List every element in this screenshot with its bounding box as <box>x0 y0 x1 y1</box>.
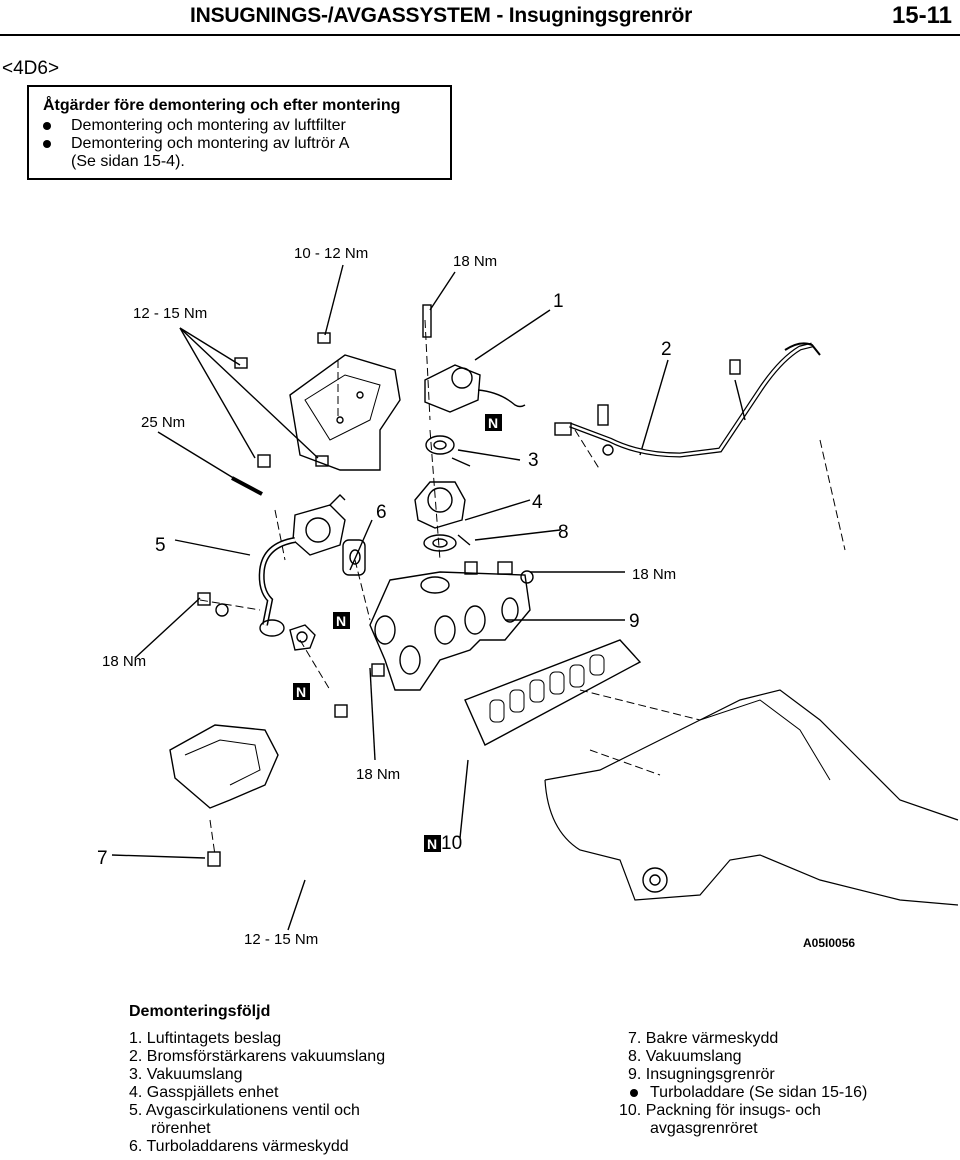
leader-line <box>179 327 319 459</box>
list-item: Turboladdare (Se sidan 15-16) <box>628 1084 867 1102</box>
svg-text:N: N <box>296 684 306 700</box>
new-part-marker-icon: N <box>293 683 310 700</box>
list-item: 5. Avgascirkulationens ventil och <box>129 1102 360 1119</box>
leader-line <box>157 431 241 483</box>
leader-line <box>474 529 561 541</box>
rear-heat-shield <box>169 724 279 809</box>
list-item-continuation: avgasgrenröret <box>650 1120 758 1137</box>
part-number: 7 <box>97 848 108 869</box>
list-item: 1. Luftintagets beslag <box>129 1030 282 1047</box>
svg-text:N: N <box>427 836 437 852</box>
leader-line <box>459 759 469 839</box>
torque-label: 18 Nm <box>453 253 497 270</box>
torque-label: 18 Nm <box>102 653 146 670</box>
svg-text:N: N <box>488 415 498 431</box>
page-number: 15-11 <box>891 2 952 29</box>
new-part-marker-icon: N <box>333 612 350 629</box>
leader-line <box>287 879 306 931</box>
leader-line <box>179 327 256 459</box>
notice-item: Demontering och montering av luftrör A <box>43 135 349 153</box>
leader-line <box>457 449 521 461</box>
list-item: 9. Insugningsgrenrör <box>628 1066 775 1083</box>
torque-label: 10 - 12 Nm <box>294 245 368 262</box>
leader-line <box>179 327 241 366</box>
part-number: 10 <box>441 833 462 854</box>
torque-label: 12 - 15 Nm <box>133 305 207 322</box>
leader-line <box>349 519 373 571</box>
part-number: 2 <box>661 339 672 360</box>
notice-title: Åtgärder före demontering och efter mont… <box>43 97 401 114</box>
leader-line <box>429 271 456 311</box>
removal-sequence-title: Demonteringsföljd <box>129 1003 271 1020</box>
notice-item: Demontering och montering av luftfilter <box>43 117 346 135</box>
list-item-continuation: rörenhet <box>151 1120 211 1137</box>
bullet-icon <box>43 121 51 130</box>
part-number: 3 <box>528 450 539 471</box>
section-title: INSUGNINGS-/AVGASSYSTEM - Insugningsgren… <box>190 4 693 27</box>
leader-line <box>111 854 206 859</box>
engine-code: <4D6> <box>2 58 60 79</box>
exploded-view-diagram: 10 - 12 Nm 18 Nm 12 - 15 Nm 25 Nm 18 Nm … <box>97 245 959 950</box>
bullet-icon <box>630 1088 638 1097</box>
pre-post-procedure-box: Åtgärder före demontering och efter mont… <box>27 85 452 180</box>
leader-line <box>134 597 201 659</box>
engine-block <box>544 689 959 906</box>
leader-line <box>324 264 344 336</box>
part-number: 8 <box>558 522 569 543</box>
bullet-icon <box>43 139 51 148</box>
list-item: 8. Vakuumslang <box>628 1048 742 1065</box>
list-item: 2. Bromsförstärkarens vakuumslang <box>129 1048 386 1065</box>
list-item: 10. Packning för insugs- och <box>619 1102 821 1119</box>
header-divider <box>0 34 960 36</box>
part-number: 5 <box>155 535 166 556</box>
bolt-icon <box>197 304 741 867</box>
part-number: 1 <box>553 291 564 312</box>
svg-text:N: N <box>336 613 346 629</box>
part-number: 4 <box>532 492 543 513</box>
part-number: 6 <box>376 502 387 523</box>
list-item: 3. Vakuumslang <box>129 1066 243 1083</box>
egr-valve <box>292 504 346 556</box>
leader-line <box>464 499 531 521</box>
torque-label: 18 Nm <box>356 766 400 783</box>
list-item: 7. Bakre värmeskydd <box>628 1030 779 1047</box>
intake-manifold <box>369 571 531 691</box>
list-item: 6. Turboladdarens värmeskydd <box>129 1138 349 1155</box>
leader-line <box>639 359 669 456</box>
torque-label: 25 Nm <box>141 414 185 431</box>
notice-item: (Se sidan 15-4). <box>71 153 185 170</box>
removal-list-right: 7. Bakre värmeskydd 8. Vakuumslang 9. In… <box>619 1030 867 1138</box>
throttle-body <box>414 481 466 529</box>
leader-line <box>174 539 251 556</box>
torque-label: 12 - 15 Nm <box>244 931 318 948</box>
air-intake-bracket <box>289 354 401 471</box>
torque-label: 18 Nm <box>632 566 676 583</box>
part-number: 9 <box>629 611 640 632</box>
list-item: 4. Gasspjällets enhet <box>129 1084 279 1101</box>
new-part-marker-icon: N <box>485 414 502 431</box>
figure-code: A05I0056 <box>803 936 855 950</box>
manifold-gasket <box>464 639 642 746</box>
leader-line <box>369 667 376 761</box>
leader-line <box>474 309 551 361</box>
removal-list-left: 1. Luftintagets beslag 2. Bromsförstärka… <box>129 1030 385 1156</box>
new-part-marker-icon: N <box>424 835 441 852</box>
